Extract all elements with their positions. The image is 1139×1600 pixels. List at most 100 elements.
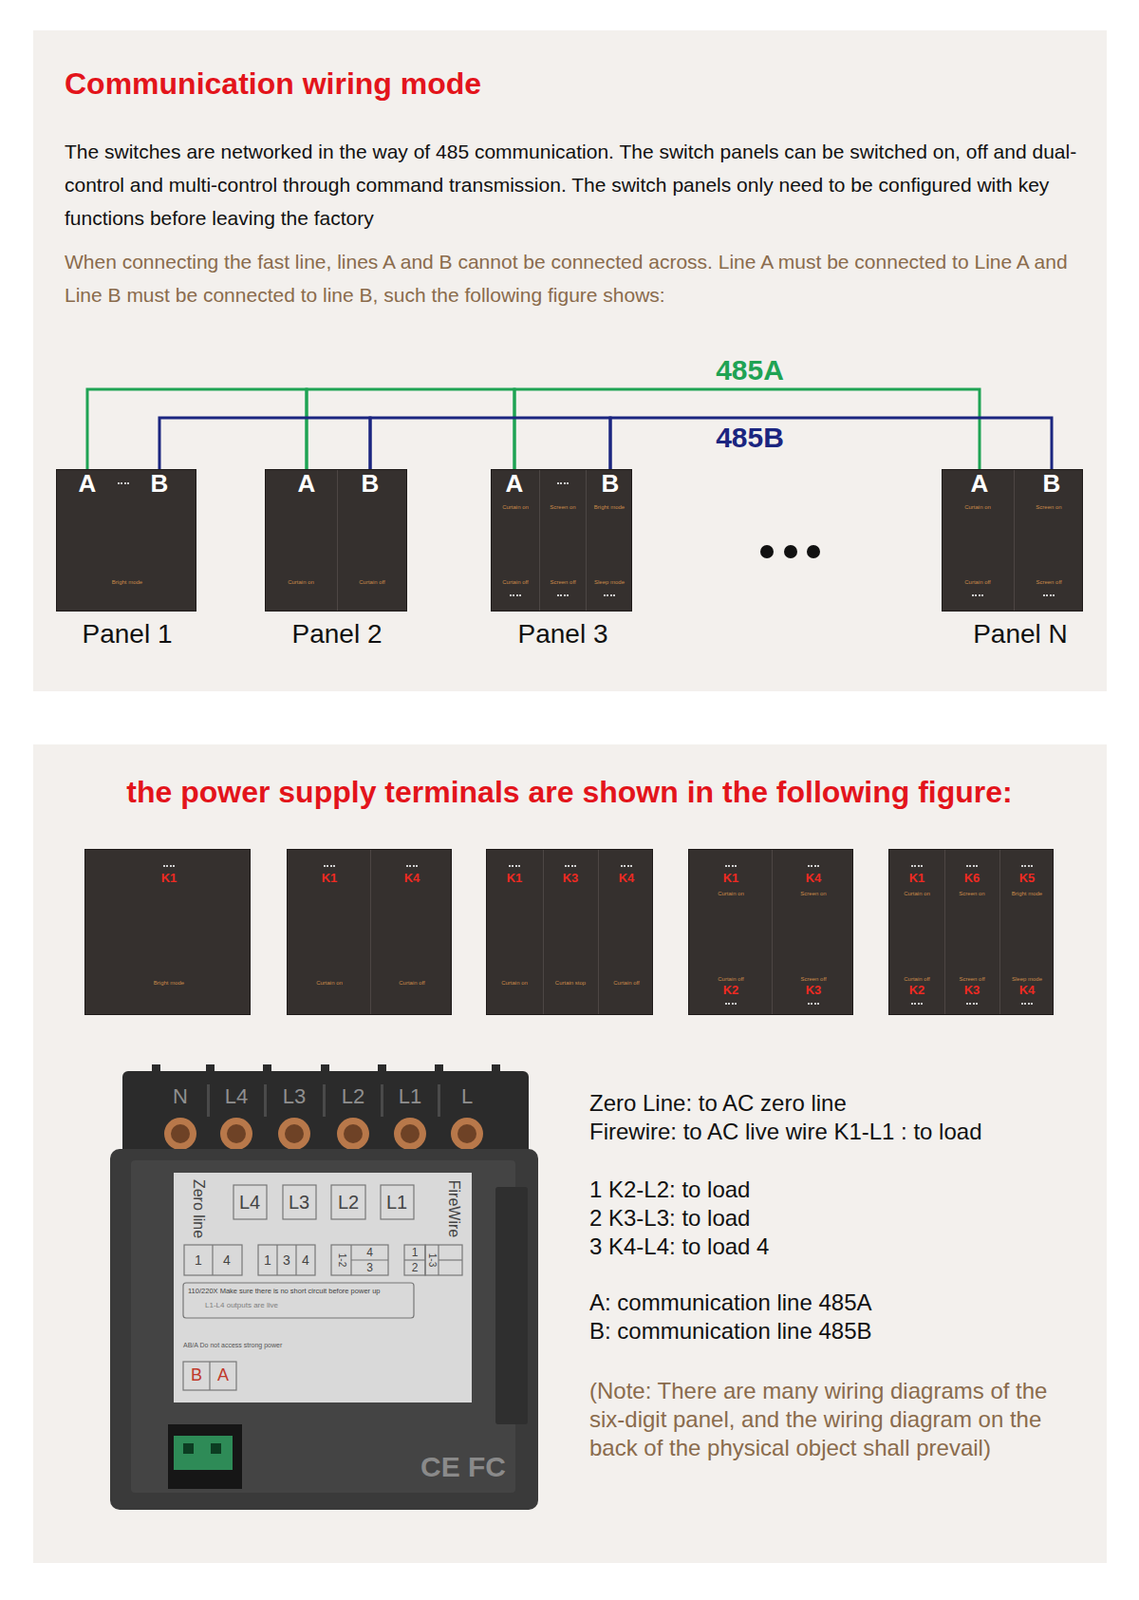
key-label: K3 bbox=[964, 983, 981, 997]
key-label: K5 bbox=[1019, 871, 1036, 885]
function-label: Screen off bbox=[1035, 578, 1062, 586]
terminal-rib bbox=[380, 1083, 384, 1117]
ellipsis-dot bbox=[760, 544, 774, 559]
connector-pin bbox=[183, 1442, 194, 1454]
sticker-label: FireWire bbox=[444, 1179, 463, 1237]
screw-hole bbox=[226, 1123, 246, 1143]
function-label: Curtain on bbox=[903, 890, 931, 897]
key-label: K1 bbox=[909, 871, 926, 885]
key-label: K3 bbox=[562, 871, 579, 885]
indicator-dots bbox=[911, 864, 923, 867]
terminal-rib bbox=[437, 1083, 441, 1117]
side-bracket bbox=[495, 1186, 528, 1424]
terminal-letter: B bbox=[361, 469, 380, 498]
function-label: Bright mode bbox=[1011, 890, 1043, 897]
terminal-screws bbox=[164, 1117, 484, 1150]
key-label: K4 bbox=[404, 871, 421, 885]
switch-module bbox=[110, 1064, 539, 1510]
indicator-dots bbox=[323, 864, 336, 867]
screw bbox=[164, 1117, 197, 1150]
indicator-dots bbox=[406, 864, 418, 867]
indicator-dots bbox=[603, 594, 616, 597]
function-label: Bright mode bbox=[594, 504, 625, 511]
indicator-dots bbox=[807, 864, 820, 867]
page-title: Communication wiring mode bbox=[64, 66, 482, 102]
connector-insert bbox=[173, 1435, 233, 1470]
box-divider bbox=[295, 1244, 297, 1275]
key-label: K4 bbox=[805, 871, 822, 885]
function-label: Curtain on bbox=[316, 979, 343, 987]
terminal-name: L4 bbox=[224, 1083, 248, 1109]
panel-caption: Panel 2 bbox=[292, 619, 383, 650]
indicator-dots bbox=[117, 482, 130, 485]
function-label: Curtain off bbox=[613, 979, 640, 987]
warning-text: 110/220X Make sure there is no short cir… bbox=[187, 1286, 380, 1295]
screw bbox=[278, 1117, 311, 1150]
box-divider bbox=[276, 1244, 278, 1275]
screw-hole bbox=[457, 1123, 477, 1143]
gang-divider bbox=[771, 849, 773, 1014]
ellipsis-dot bbox=[806, 544, 821, 559]
terminal-letter: B bbox=[1043, 469, 1062, 498]
bus-terminal-letter: B bbox=[190, 1364, 203, 1386]
terminal-strip bbox=[122, 1070, 529, 1158]
switch-panel: ABCurtain onCurtain offPanel 2 bbox=[264, 468, 408, 612]
key-label: K2 bbox=[909, 983, 926, 997]
terminal-letter: A bbox=[505, 469, 524, 498]
switch-panel: K1K3K4Curtain onCurtain stopCurtain off bbox=[485, 848, 654, 1015]
indicator-dots bbox=[1021, 864, 1033, 867]
box-divider bbox=[208, 1361, 210, 1390]
screw bbox=[393, 1117, 427, 1150]
bus-wire bbox=[370, 417, 611, 469]
bus-connector bbox=[168, 1423, 243, 1489]
function-label: Bright mode bbox=[112, 578, 143, 586]
gang-divider bbox=[585, 469, 587, 611]
terminal-name: N bbox=[172, 1083, 188, 1109]
key-map-number: 4 bbox=[301, 1251, 310, 1269]
terminal-letter: A bbox=[298, 469, 317, 498]
indicator-dots bbox=[557, 594, 569, 597]
sticker-boxes bbox=[183, 1184, 463, 1390]
function-label: Sleep mode bbox=[1011, 975, 1043, 983]
gang-divider bbox=[336, 469, 338, 611]
sticker-label: L3 bbox=[288, 1190, 310, 1214]
module-face bbox=[130, 1159, 516, 1493]
ellipsis-dot bbox=[784, 544, 798, 559]
warning-text: L1-L4 outputs are live bbox=[205, 1300, 279, 1310]
screw-hole bbox=[343, 1123, 363, 1143]
box-divider bbox=[438, 1258, 463, 1260]
gang-divider bbox=[370, 849, 372, 1014]
indicator-dots bbox=[508, 864, 521, 867]
screw-hole bbox=[400, 1123, 420, 1143]
bus-wire bbox=[87, 389, 307, 469]
function-label: Curtain on bbox=[502, 504, 529, 511]
intro-block: The switches are networked in the way of… bbox=[64, 134, 1085, 312]
switch-panel: ABCurtain onScreen onBright modeCurtain … bbox=[490, 468, 633, 612]
key-map-box bbox=[331, 1244, 389, 1275]
bus-label: 485A bbox=[711, 355, 788, 385]
key-map-number: 2 bbox=[411, 1260, 419, 1274]
function-label: Curtain off bbox=[502, 578, 529, 586]
key-map-box bbox=[184, 1244, 243, 1275]
section-heading: the power supply terminals are shown in … bbox=[126, 773, 1012, 810]
bus-wire bbox=[306, 389, 515, 469]
indicator-dots bbox=[971, 594, 984, 597]
sticker-label: L4 bbox=[239, 1190, 261, 1214]
terminal-name: L bbox=[461, 1083, 473, 1109]
terminal-letter: A bbox=[970, 469, 990, 498]
function-label: Screen off bbox=[800, 975, 826, 983]
indicator-dots bbox=[725, 864, 737, 867]
key-map-number: 4 bbox=[223, 1251, 231, 1269]
panel-caption: Panel N bbox=[972, 619, 1068, 650]
indicator-dots bbox=[966, 864, 978, 867]
key-map-number: 3 bbox=[366, 1260, 374, 1274]
terminal-name: L1 bbox=[398, 1083, 422, 1109]
function-label: Screen on bbox=[800, 890, 826, 897]
terminal-letter: B bbox=[150, 469, 169, 498]
key-label: K3 bbox=[805, 983, 822, 997]
indicator-dots bbox=[509, 594, 522, 597]
screw bbox=[336, 1117, 370, 1150]
function-label: Curtain on bbox=[287, 578, 315, 586]
